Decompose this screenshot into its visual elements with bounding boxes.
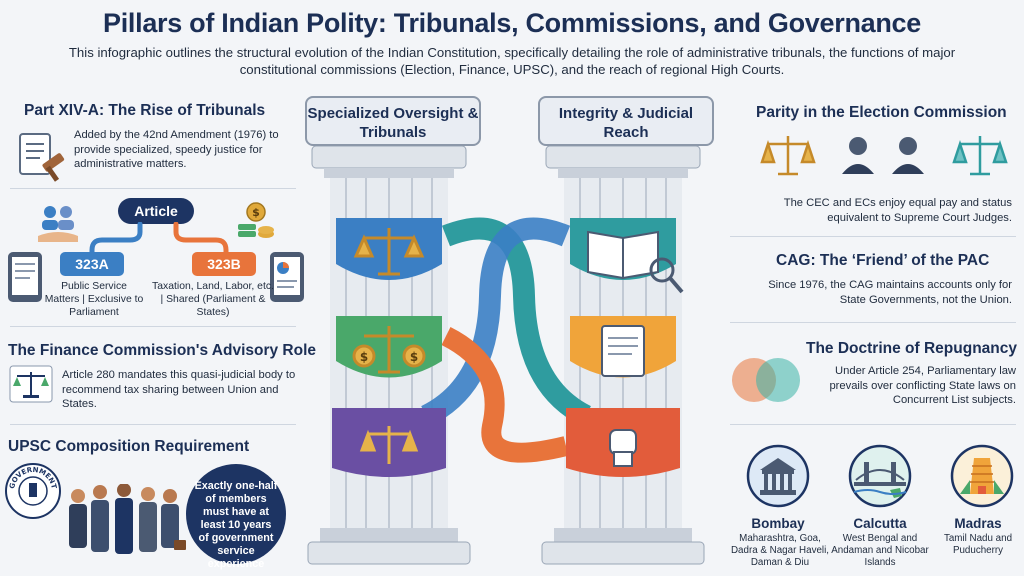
cag-heading: CAG: The ‘Friend’ of the PAC [776,252,990,269]
election-heading: Parity in the Election Commission [756,104,1007,121]
svg-text:$: $ [360,350,368,364]
upsc-requirement-circle: Exactly one-half of members must have at… [186,464,286,570]
election-text: The CEC and ECs enjoy equal pay and stat… [783,197,1012,224]
divider [730,322,1016,323]
left-pillar-header: Specialized Oversight & Tribunals [305,96,481,146]
article-323a-badge: 323A [60,252,124,276]
repugnancy-heading: The Doctrine of Repugnancy [806,340,1017,357]
cag-text: Since 1976, the CAG maintains accounts o… [768,279,1012,306]
election-parity-icons [760,136,1008,176]
page-title: Pillars of Indian Polity: Tribunals, Com… [103,8,921,38]
page-subtitle: This infographic outlines the structural… [68,45,956,77]
calcutta-bridge-icon [848,444,912,508]
people-hand-icon [38,206,78,242]
pillars-illustration: $ $ [307,146,705,565]
scroll-icon [601,325,645,377]
svg-text:$: $ [410,350,418,364]
bombay-court-icon [746,444,810,508]
venn-diagram-icon [732,358,800,402]
divider [730,424,1016,425]
divider [10,188,296,189]
finance-text: Article 280 mandates this quasi-judicial… [62,369,296,410]
upsc-heading: UPSC Composition Requirement [8,438,250,455]
government-seal-icon: GOVERNMENT [5,463,61,519]
article-323a-text: Public Service Matters | Exclusive to Pa… [44,281,144,318]
article-323b-badge: 323B [192,252,256,276]
tribunals-heading: Part XIV-A: The Rise of Tribunals [24,102,266,119]
tablet-document-icon [8,252,42,302]
article-connector [89,222,229,261]
money-coins-icon: $ [238,202,274,238]
open-book-icon [587,230,684,294]
divider [10,326,296,327]
court-name-calcutta: Calcutta [853,516,907,531]
svg-text:$: $ [252,206,260,219]
divider [730,236,1016,237]
article-pill: Article [118,198,194,224]
court-name-bombay: Bombay [751,516,805,531]
court-jurisdiction-bombay: Maharashtra, Goa, Dadra & Nagar Haveli, … [730,533,829,568]
scales-icon [9,365,53,403]
finance-heading: The Finance Commission's Advisory Role [8,342,317,359]
officials-group-icon [69,484,186,554]
madras-temple-icon [950,444,1014,508]
court-jurisdiction-calcutta: West Bengal and Andaman and Nicobar Isla… [831,533,929,568]
right-pillar-header: Integrity & Judicial Reach [538,96,714,146]
tablet-chart-icon [270,252,304,302]
article-323b-text: Taxation, Land, Labor, etc. | Shared (Pa… [152,281,274,318]
divider [10,424,296,425]
court-jurisdiction-madras: Tamil Nadu and Puducherry [943,533,1013,556]
raised-fist-icon [609,429,637,467]
repugnancy-text: Under Article 254, Parliamentary law pre… [829,365,1016,406]
gavel-document-icon [19,133,65,182]
tribunals-text: Added by the 42nd Amendment (1976) to pr… [74,129,279,170]
court-name-madras: Madras [954,516,1002,531]
